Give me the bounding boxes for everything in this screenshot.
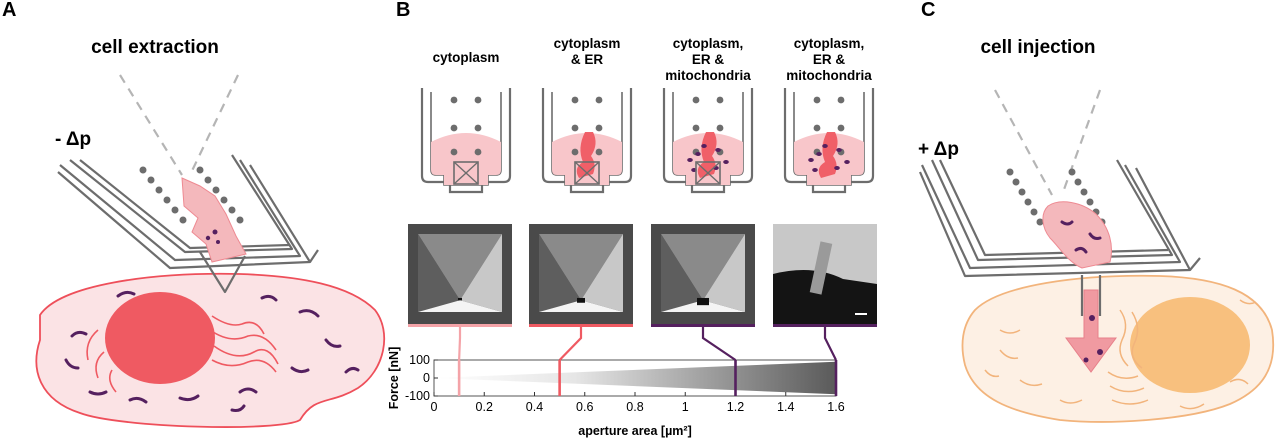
column-label-3-line-1: cytoplasm,: [673, 36, 744, 51]
sem-image-3: [651, 224, 755, 327]
column-label-4-line-3: mitochondria: [786, 68, 872, 83]
force-wedge: [434, 361, 836, 395]
probe-a-pillars: [139, 166, 244, 224]
x-tick-label-7: 1.4: [777, 400, 794, 414]
x-tick-label-4: 0.8: [626, 400, 643, 414]
x-tick-label-5: 1: [682, 400, 689, 414]
column-label-3-line-3: mitochondria: [665, 68, 751, 83]
schematic-4: [783, 88, 875, 194]
y-tick-label-1: 0: [423, 371, 430, 385]
cell-c: [961, 274, 1275, 423]
panel-letter-c: C: [921, 0, 935, 21]
column-label-4-line-1: cytoplasm,: [794, 36, 865, 51]
column-label-3-line-2: ER &: [692, 52, 725, 67]
schematic-3: [662, 88, 754, 194]
injected-mitochondria-c: [1060, 220, 1102, 254]
injected-content-c: [1042, 201, 1112, 269]
light-cone-c: [994, 89, 1102, 196]
panel-b-schematics: [420, 88, 875, 194]
panel-a: A cell extraction - Δp: [2, 0, 386, 428]
injection-arrow: [1065, 289, 1117, 373]
panel-b-sem-images: [408, 224, 877, 327]
connector-line-1: [458, 327, 462, 361]
connector-line-4: [823, 327, 837, 361]
nucleus-a: [105, 292, 215, 384]
column-label-4-line-2: ER &: [813, 52, 846, 67]
panel-c: C cell injection + Δp: [918, 0, 1275, 423]
nucleus-c: [1130, 297, 1250, 393]
er-network-a: [86, 315, 279, 393]
panel-letter-b: B: [396, 0, 410, 21]
column-label-2-line-2: & ER: [571, 52, 604, 67]
er-network-c: [984, 299, 1257, 410]
arrow-mitochondrion-2: [1097, 349, 1103, 355]
y-tick-label-0: 100: [409, 353, 430, 367]
light-cone-a: [119, 74, 239, 176]
panel-letter-a: A: [2, 0, 16, 21]
arrow-mitochondrion-1: [1089, 315, 1095, 321]
cell-a: [35, 272, 386, 428]
x-tick-label-8: 1.6: [827, 400, 844, 414]
y-tick-label-2: -100: [405, 389, 430, 403]
mitochondria-a: [64, 290, 360, 412]
panel-a-title: cell extraction: [91, 37, 219, 58]
x-tick-label-6: 1.2: [727, 400, 744, 414]
sem-image-1: [408, 224, 512, 327]
panel-c-title: cell injection: [980, 37, 1095, 58]
arrow-mitochondrion-3: [1083, 357, 1089, 363]
extracted-mitochondria-a: [205, 229, 220, 244]
schematic-2: [541, 88, 633, 194]
probe-c-pillars: [1006, 168, 1106, 226]
column-label-1-line-1: cytoplasm: [433, 50, 500, 65]
probe-a: [57, 154, 319, 294]
schematic-1: [420, 88, 512, 194]
x-tick-label-2: 0.4: [526, 400, 543, 414]
connector-line-3: [701, 327, 737, 361]
column-label-2-line-1: cytoplasm: [554, 36, 621, 51]
panel-a-pressure: - Δp: [55, 129, 91, 150]
y-axis-label: Force [nN]: [387, 347, 401, 410]
panel-c-pressure: + Δp: [918, 139, 959, 160]
x-tick-label-3: 0.6: [576, 400, 593, 414]
x-tick-label-1: 0.2: [476, 400, 493, 414]
extracted-content-a: [181, 177, 247, 263]
x-tick-label-0: 0: [431, 400, 438, 414]
sem-image-2: [529, 224, 633, 327]
x-axis-label: aperture area [µm²]: [578, 424, 692, 438]
connector-line-2: [558, 327, 583, 361]
sem-image-4: [773, 224, 877, 327]
